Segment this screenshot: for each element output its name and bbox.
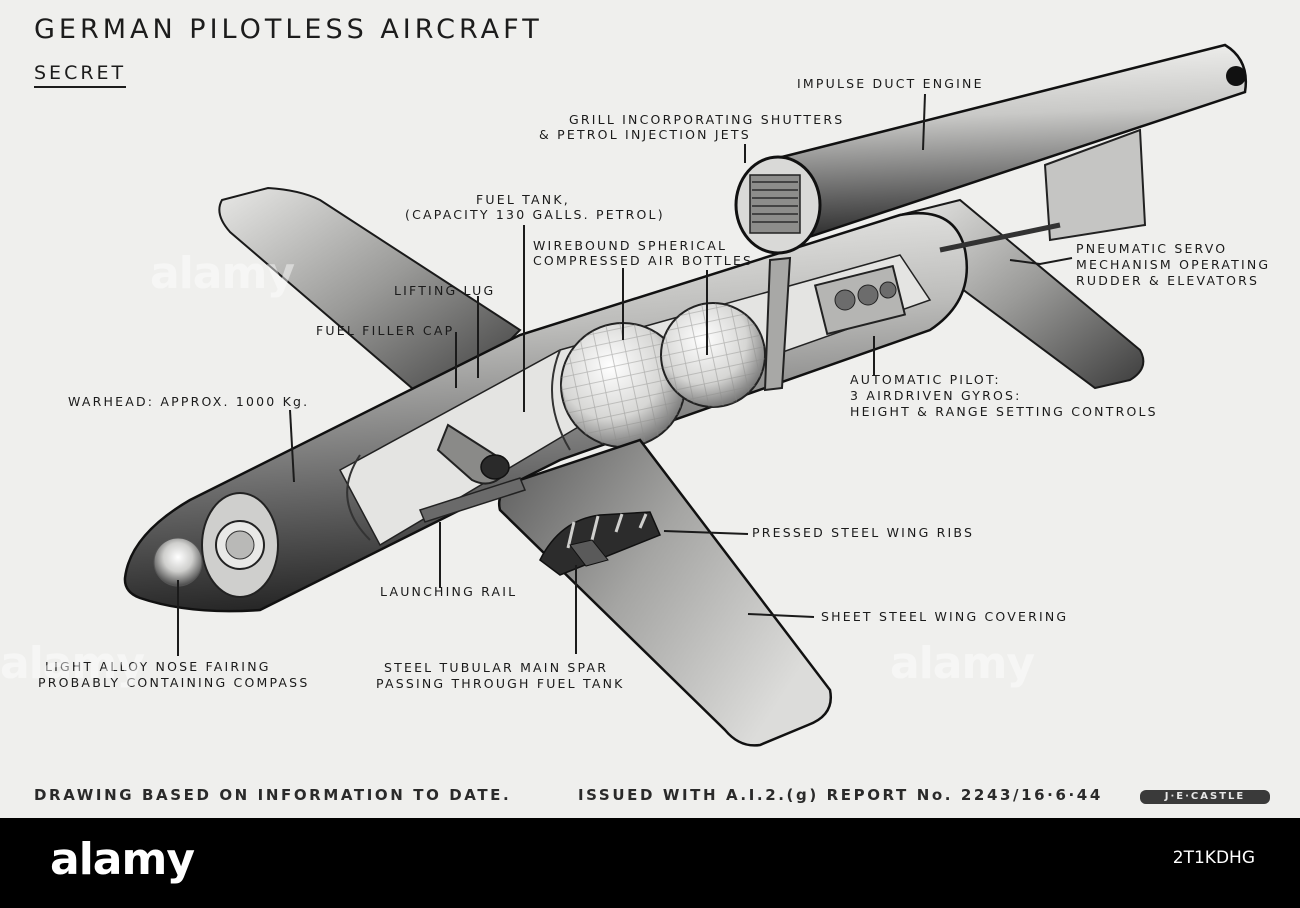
brand-bar <box>0 818 1300 908</box>
watermark: alamy <box>890 638 1035 689</box>
drawing-sheet: GERMAN PILOTLESS AIRCRAFT SECRET IMPULSE… <box>0 0 1300 818</box>
launch-rail <box>418 477 527 523</box>
label-servo-2: MECHANISM OPERATING <box>1076 257 1271 272</box>
label-servo-3: RUDDER & ELEVATORS <box>1076 273 1260 288</box>
label-autopilot-3: HEIGHT & RANGE SETTING CONTROLS <box>850 404 1158 419</box>
page-title: GERMAN PILOTLESS AIRCRAFT <box>34 14 543 45</box>
artist-signature: J·E·CASTLE <box>1140 790 1270 804</box>
watermark: alamy <box>0 638 145 689</box>
lower-wing <box>497 438 832 747</box>
label-grill-1: GRILL INCORPORATING SHUTTERS <box>569 112 845 127</box>
cutaway-illustration <box>123 43 1248 747</box>
fin <box>1043 128 1147 242</box>
brand-logo: alamy <box>50 834 195 885</box>
label-warhead: WARHEAD: APPROX. 1000 Kg. <box>68 394 310 409</box>
classification-label: SECRET <box>34 62 127 88</box>
label-servo-1: PNEUMATIC SERVO <box>1076 241 1228 256</box>
label-nose-1: LIGHT ALLOY NOSE FAIRING <box>45 659 271 674</box>
pulse-jet-duct <box>758 43 1248 242</box>
label-autopilot-1: AUTOMATIC PILOT: <box>850 372 1001 387</box>
label-autopilot-2: 3 AIRDRIVEN GYROS: <box>850 388 1022 403</box>
label-fuel-tank-2: (CAPACITY 130 GALLS. PETROL) <box>405 207 665 222</box>
label-fuel-tank-1: FUEL TANK, <box>476 192 570 207</box>
label-spar-1: STEEL TUBULAR MAIN SPAR <box>384 660 609 675</box>
main-spar <box>569 539 609 567</box>
label-launching-rail: LAUNCHING RAIL <box>380 584 518 599</box>
label-bottles-2: COMPRESSED AIR BOTTLES <box>533 253 754 268</box>
label-wing-ribs: PRESSED STEEL WING RIBS <box>752 525 975 540</box>
wing-ribs <box>539 511 661 576</box>
label-wing-covering: SHEET STEEL WING COVERING <box>821 609 1069 624</box>
label-grill-2: & PETROL INJECTION JETS <box>539 127 751 142</box>
footer-report: ISSUED WITH A.I.2.(g) REPORT No. 2243/16… <box>578 786 1103 804</box>
engine-strut <box>763 256 792 392</box>
watermark: alamy <box>150 248 295 299</box>
label-filler-cap: FUEL FILLER CAP <box>316 323 455 338</box>
nose-fairing <box>153 537 203 587</box>
label-lifting-lug: LIFTING LUG <box>394 283 496 298</box>
label-nose-2: PROBABLY CONTAINING COMPASS <box>38 675 310 690</box>
label-impulse-duct: IMPULSE DUCT ENGINE <box>797 76 984 91</box>
label-spar-2: PASSING THROUGH FUEL TANK <box>376 676 625 691</box>
footer-note: DRAWING BASED ON INFORMATION TO DATE. <box>34 786 512 804</box>
label-bottles-1: WIREBOUND SPHERICAL <box>533 238 728 253</box>
image-id: 2T1KDHG <box>1172 848 1255 868</box>
